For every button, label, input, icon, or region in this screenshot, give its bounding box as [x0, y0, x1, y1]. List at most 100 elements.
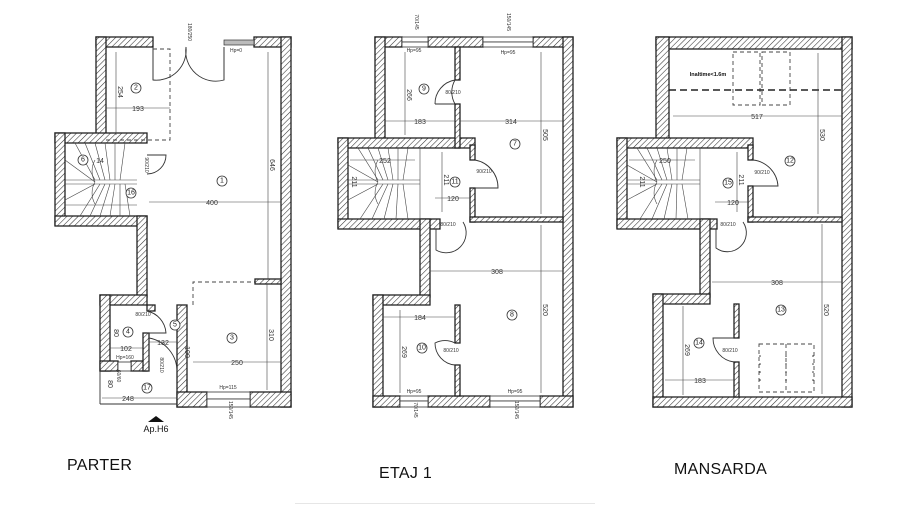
room-number: 13: [777, 307, 785, 314]
door-label: 80/210: [440, 222, 456, 228]
room-number: 1: [220, 178, 224, 185]
wall: [374, 36, 386, 141]
room-number: 17: [143, 385, 151, 392]
height-note: Hp=95: [407, 389, 422, 395]
dimension: 308: [771, 280, 783, 287]
room-number: 8: [510, 312, 514, 319]
dimension: 250: [659, 158, 671, 165]
wall: [95, 36, 107, 138]
room-number: 12: [786, 158, 794, 165]
wall: [419, 218, 431, 298]
wall: [54, 132, 148, 144]
room-number: 9: [422, 86, 426, 93]
door-label: 80/210: [445, 90, 461, 96]
door: [712, 337, 735, 363]
wall: [841, 36, 853, 408]
door-label: 90/210: [754, 170, 770, 176]
height-note: Hp=95: [501, 50, 516, 56]
wall: [655, 36, 670, 142]
room-number: 16: [127, 190, 135, 197]
height-note: Hp=95: [508, 389, 523, 395]
window: [223, 39, 255, 46]
wall: [99, 294, 111, 372]
floor-title-parter: PARTER: [67, 457, 133, 474]
window: [401, 36, 429, 43]
room-number: 14: [695, 340, 703, 347]
wall: [747, 216, 843, 223]
wall: [652, 293, 664, 408]
wall: [249, 391, 292, 408]
window-label: 70/145: [413, 14, 419, 30]
floor-title-mansarda: MANSARDA: [674, 461, 768, 478]
door-label: 80/210: [720, 222, 736, 228]
dimension: 14: [96, 158, 104, 165]
wall: [337, 137, 349, 229]
wall: [469, 144, 476, 161]
skylight-grid: [758, 343, 815, 393]
wall: [337, 218, 441, 230]
window-label: 150/145: [513, 401, 519, 419]
dimension: 211: [350, 176, 357, 187]
window-label: 60/60: [115, 370, 121, 383]
wall: [469, 216, 564, 223]
door: [435, 79, 456, 105]
room-number: 7: [513, 141, 517, 148]
wall: [54, 215, 148, 227]
dimension: 193: [132, 106, 144, 113]
wall: [539, 395, 574, 408]
mansarda-plan: Inaltime<1.6m: [616, 36, 853, 408]
dimension: 248: [122, 396, 134, 403]
dimension: 308: [491, 269, 503, 276]
dimension: 100: [183, 346, 190, 358]
dimension: 120: [727, 200, 739, 207]
height-note: Hp=0: [230, 48, 242, 54]
door: [146, 154, 167, 175]
dimension: 646: [268, 159, 275, 171]
stairs: [347, 147, 421, 220]
room-number: 15: [724, 180, 732, 187]
divider: [295, 503, 595, 504]
wall: [372, 395, 401, 408]
dimension: 505: [541, 129, 548, 141]
dimension: 211: [737, 174, 744, 185]
dimension: 184: [414, 315, 426, 322]
window: [482, 36, 534, 43]
window: [399, 400, 429, 408]
window-label: 150/145: [505, 13, 511, 31]
room-number: 11: [451, 179, 458, 186]
wall: [454, 103, 461, 149]
door-label: 90/210: [476, 169, 492, 175]
window-label: 70/145: [412, 402, 418, 418]
wall: [454, 364, 461, 397]
wall: [652, 396, 853, 408]
wall: [747, 144, 754, 161]
stairs: [64, 142, 137, 217]
dimension: 520: [541, 304, 548, 316]
room-number: 4: [126, 329, 130, 336]
window: [489, 400, 541, 408]
door: [148, 337, 178, 373]
height-note: Inaltime<1.6m: [690, 72, 727, 78]
door: [715, 221, 747, 253]
door: [752, 159, 779, 187]
wall: [454, 304, 461, 344]
wall: [136, 215, 148, 298]
room-number: 6: [81, 157, 85, 164]
wall: [427, 395, 491, 408]
entrance-arrow-icon: [148, 416, 164, 422]
dimension: 314: [505, 119, 517, 126]
door: [474, 159, 499, 189]
wall: [427, 36, 484, 48]
entrance-marker: Ap.H6: [143, 424, 168, 434]
skylight: [732, 51, 761, 106]
dimension: 250: [231, 360, 243, 367]
room-2-outline: [106, 48, 171, 141]
dimension: 211: [638, 176, 645, 187]
parter-plan: 2 1 3 4 5 6 16 17 193 254 400 646 250 31…: [54, 23, 292, 434]
dimension: 310: [267, 329, 274, 341]
height-note: Hp=95: [407, 48, 422, 54]
window: [206, 391, 251, 400]
dimension: 520: [822, 304, 829, 316]
room-3-outline: [192, 281, 255, 305]
window: [482, 41, 534, 48]
